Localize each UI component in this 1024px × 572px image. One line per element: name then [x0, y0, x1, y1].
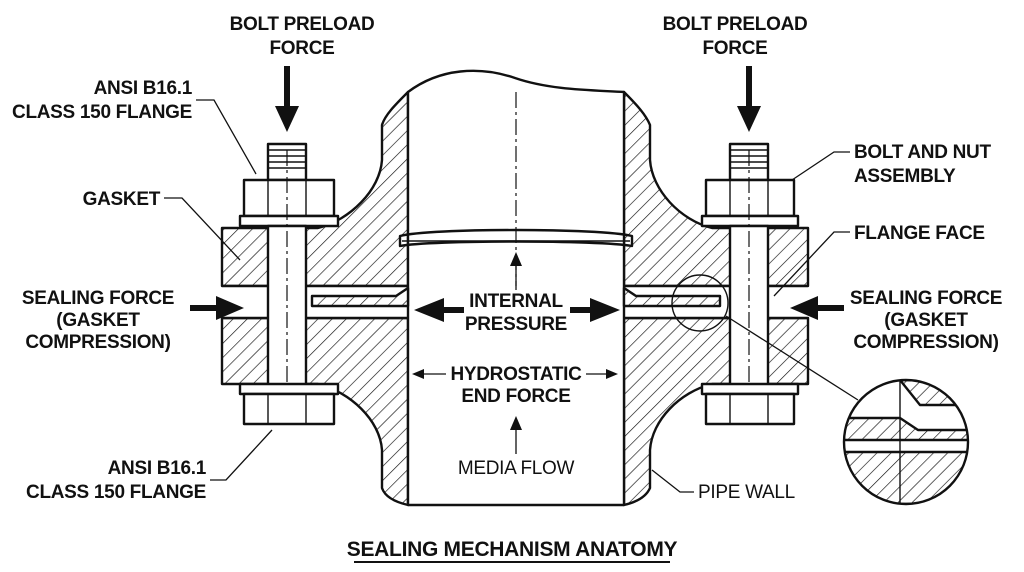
- flange-face-label: FLANGE FACE: [854, 223, 985, 244]
- bolt-nut-line1: BOLT AND NUT: [854, 142, 991, 163]
- hydrostatic-line1: HYDROSTATIC: [450, 364, 582, 385]
- sealing-right-line3: COMPRESSION): [853, 332, 998, 353]
- detail-view: [842, 378, 970, 506]
- leader-flange-bottom: [210, 429, 273, 481]
- leader-flange-face: [773, 231, 850, 297]
- leader-flange-top: [196, 99, 257, 175]
- gasket-left: [310, 286, 410, 308]
- leader-gasket: [164, 197, 241, 261]
- sealing-right-line2: (GASKET: [884, 310, 968, 331]
- sealing-right-line1: SEALING FORCE: [850, 288, 1002, 309]
- bolt-preload-arrow-left: [275, 66, 299, 132]
- internal-pressure-arrow-right: [570, 298, 620, 322]
- bolt-preload-left-line2: FORCE: [269, 38, 334, 59]
- left-bolt-assembly: [238, 142, 340, 426]
- bolt-preload-arrow-right: [737, 66, 761, 132]
- internal-pressure-arrow-up: [510, 252, 522, 290]
- hydrostatic-line2: END FORCE: [461, 386, 570, 407]
- gasket-label: GASKET: [83, 189, 161, 210]
- hydrostatic-arrows: [412, 369, 618, 379]
- media-flow-label: MEDIA FLOW: [458, 458, 575, 479]
- sealing-left-line1: SEALING FORCE: [22, 288, 174, 309]
- sealing-arrow-left: [190, 296, 244, 320]
- bolt-preload-left-line1: BOLT PRELOAD: [230, 14, 375, 35]
- flange-top-line1: ANSI B16.1: [94, 78, 193, 99]
- bolt-nut-line2: ASSEMBLY: [854, 166, 956, 187]
- media-flow-arrow: [510, 416, 522, 454]
- diagram-title: SEALING MECHANISM ANATOMY: [347, 538, 678, 561]
- bolt-preload-right-line2: FORCE: [702, 38, 767, 59]
- leader-bolt-nut: [791, 151, 850, 181]
- internal-pressure-line1: INTERNAL: [469, 291, 563, 312]
- flange-top-line2: CLASS 150 FLANGE: [12, 102, 192, 123]
- pipe-wall-label: PIPE WALL: [698, 482, 795, 503]
- sealing-left-line2: (GASKET: [56, 310, 140, 331]
- right-bolt-assembly: [700, 142, 800, 426]
- internal-pressure-arrow-left: [414, 298, 464, 322]
- sealing-arrow-right: [790, 296, 844, 320]
- sealing-left-line3: COMPRESSION): [25, 332, 170, 353]
- detail-callout-circle: [671, 274, 729, 332]
- flange-bottom-line1: ANSI B16.1: [108, 458, 207, 479]
- leader-pipe-wall: [651, 469, 694, 493]
- flange-bottom-line2: CLASS 150 FLANGE: [26, 482, 206, 503]
- bolt-preload-right-line1: BOLT PRELOAD: [663, 14, 808, 35]
- internal-pressure-line2: PRESSURE: [465, 314, 567, 335]
